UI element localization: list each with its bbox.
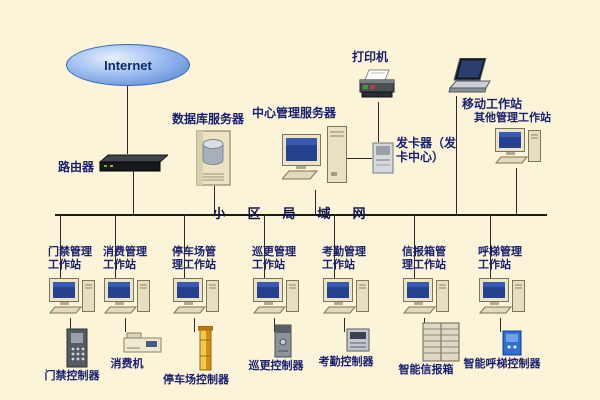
connector [490, 214, 491, 278]
workstation-group-attendance: 考勤管理工作站 考勤控制器 [314, 214, 378, 400]
elevator-controller-icon [502, 330, 522, 356]
workstation-icon [478, 278, 525, 314]
connector [194, 318, 195, 332]
mobile-workstation-label: 移动工作站 [462, 97, 523, 111]
device-label: 考勤控制器 [318, 356, 374, 368]
internet-label: Internet [104, 57, 152, 73]
connector [500, 318, 501, 332]
connector [214, 186, 215, 215]
connector [70, 318, 71, 332]
lan-label: 小区局域网 [212, 206, 388, 221]
workstation-icon [322, 278, 369, 314]
connector [347, 158, 372, 159]
workstation-icon [402, 278, 449, 314]
patrol-controller-icon [274, 324, 292, 358]
workstation-group-parking: 停车场管理工作站 停车场控制器 [163, 214, 229, 400]
workstation-group-patrol: 巡更管理工作站 巡更控制器 [244, 214, 308, 400]
connector [414, 214, 415, 278]
workstation-group-elevator: 呼梯管理工作站 智能呼梯控制器 [464, 214, 541, 400]
device-label: 门禁控制器 [44, 370, 100, 382]
connector [516, 168, 517, 215]
parking-bollard-icon [198, 326, 213, 371]
workstation-label: 门禁管理工作站 [48, 246, 92, 272]
connector [127, 84, 128, 154]
database-server-label: 数据库服务器 [172, 112, 245, 126]
printer-label: 打印机 [352, 50, 389, 64]
device-label: 停车场控制器 [163, 374, 229, 386]
workstation-label: 呼梯管理工作站 [478, 246, 522, 272]
device-label: 消费机 [110, 358, 144, 370]
workstation-icon [252, 278, 299, 314]
pos-machine-icon [123, 332, 162, 353]
printer-icon [359, 69, 395, 98]
connector [315, 190, 316, 215]
device-label: 智能呼梯控制器 [463, 358, 541, 370]
connector [133, 171, 134, 215]
connector [60, 214, 61, 278]
router-label: 路由器 [58, 160, 95, 174]
workstation-label: 停车场管理工作站 [172, 246, 216, 272]
access-controller-icon [66, 328, 88, 368]
other-workstation-label: 其他管理工作站 [474, 112, 551, 124]
workstation-group-consumption: 消费管理工作站 消费机 [95, 214, 162, 400]
workstation-icon [103, 278, 150, 314]
card-issuer-icon [372, 142, 394, 174]
laptop-icon [448, 58, 491, 93]
workstation-group-access-control: 门禁管理工作站 门禁控制器 [40, 214, 104, 400]
connector [456, 96, 457, 215]
router-icon [98, 154, 168, 172]
lan-bus-line [55, 214, 547, 216]
workstation-icon [494, 128, 541, 164]
device-label: 智能信报箱 [398, 364, 454, 376]
workstation-group-mailbox: 信报箱管理工作站 智能信报箱 [394, 214, 460, 400]
central-server-label: 中心管理服务器 [252, 106, 337, 120]
card-issuer-label: 发卡器（发卡中心） [396, 136, 457, 165]
database-server-icon [196, 130, 231, 186]
workstation-icon [172, 278, 219, 314]
workstation-label: 信报箱管理工作站 [402, 246, 446, 272]
internet-cloud: Internet [66, 44, 190, 86]
smart-mailbox-icon [422, 322, 460, 362]
connector [125, 318, 126, 332]
connector [115, 214, 116, 278]
device-label: 巡更控制器 [248, 360, 304, 372]
attendance-controller-icon [346, 328, 370, 352]
connector [264, 214, 265, 278]
connector [378, 102, 379, 142]
workstation-label: 巡更管理工作站 [252, 246, 296, 272]
connector [334, 214, 335, 278]
connector [184, 214, 185, 278]
connector [344, 318, 345, 332]
workstation-icon [48, 278, 95, 314]
workstation-label: 消费管理工作站 [103, 246, 147, 272]
central-server-icon [282, 126, 347, 183]
workstation-label: 考勤管理工作站 [322, 246, 366, 272]
